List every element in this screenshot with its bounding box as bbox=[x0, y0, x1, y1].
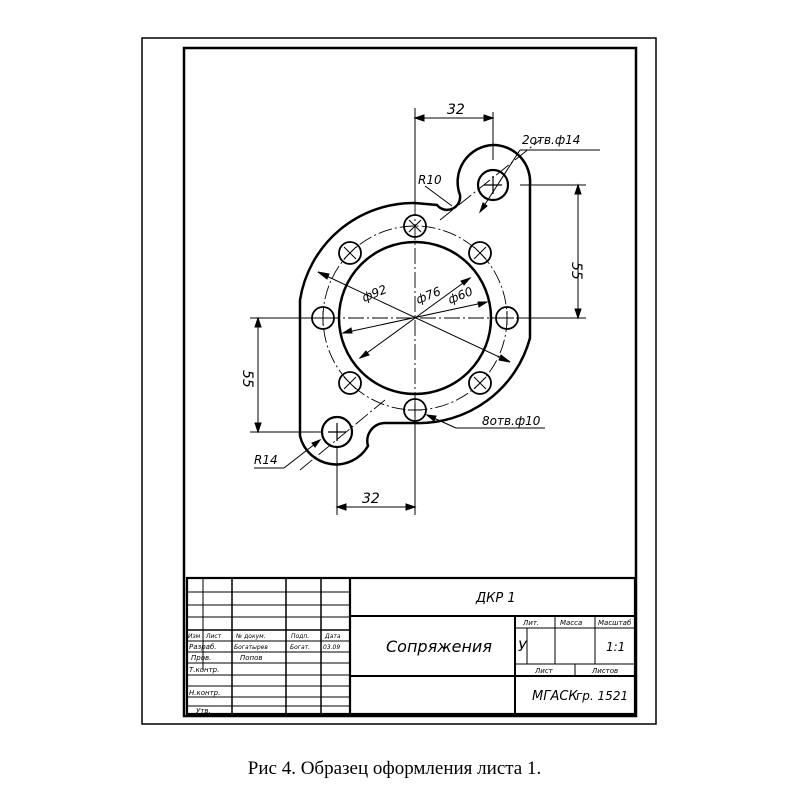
role-tkontr: Т.контр. bbox=[189, 666, 219, 674]
sheets-label: Листов bbox=[591, 667, 618, 675]
dim-left-55: 55 bbox=[239, 370, 255, 388]
hdr-doc: № докум. bbox=[235, 633, 266, 640]
small-hole bbox=[468, 371, 492, 395]
prov-name: Попов bbox=[240, 654, 263, 662]
hdr-sign: Подп. bbox=[291, 633, 309, 640]
col-scale: Масштаб bbox=[598, 619, 632, 627]
dimension-lines bbox=[250, 108, 600, 515]
figure-caption: Рис 4. Образец оформления листа 1. bbox=[247, 758, 542, 779]
dim-dia-76: ф76 bbox=[414, 284, 443, 307]
role-utv: Утв. bbox=[196, 707, 211, 715]
bore-outer-circle bbox=[337, 240, 493, 396]
role-nkontr: Н.контр. bbox=[189, 689, 220, 697]
hdr-list: Лист bbox=[205, 633, 222, 640]
col-mass: Масса bbox=[560, 619, 582, 627]
dim-dia-92: ф92 bbox=[360, 282, 389, 305]
dim-dia-60: ф60 bbox=[446, 284, 475, 307]
razrab-name: Богатырев bbox=[234, 644, 268, 651]
dim-radius-top: R10 bbox=[418, 173, 442, 187]
dim-radius-bottom: R14 bbox=[254, 453, 278, 467]
hdr-date: Дата bbox=[324, 633, 341, 640]
role-razrab: Разраб. bbox=[189, 643, 217, 651]
title-name: Сопряжения bbox=[386, 637, 492, 656]
dim-bottom-32: 32 bbox=[362, 491, 380, 507]
group-number: гр. 1521 bbox=[576, 689, 628, 703]
razrab-date: 03.09 bbox=[323, 644, 340, 651]
dim-right-55: 55 bbox=[568, 262, 584, 280]
lit-value: У bbox=[518, 639, 528, 655]
role-prov: Пров. bbox=[191, 654, 211, 662]
hdr-izm: Изм bbox=[188, 633, 201, 640]
sheet-border bbox=[141, 37, 657, 725]
flange-outline bbox=[298, 143, 532, 466]
org-name: МГАСК bbox=[532, 689, 578, 704]
razrab-sign: Богат. bbox=[290, 644, 310, 651]
drawing-frame bbox=[182, 46, 638, 718]
col-lit: Лит. bbox=[522, 619, 539, 627]
sheet-label: Лист bbox=[534, 667, 554, 675]
dim-holes-top: 2отв.ф14 bbox=[522, 133, 580, 147]
dim-holes-bottom: 8отв.ф10 bbox=[482, 414, 541, 428]
small-hole bbox=[495, 306, 519, 330]
small-hole bbox=[311, 306, 335, 330]
title-designation: ДКР 1 bbox=[475, 591, 516, 606]
dim-top-32: 32 bbox=[447, 102, 465, 118]
small-hole bbox=[403, 214, 427, 238]
small-hole bbox=[338, 371, 362, 395]
large-hole-bottom bbox=[320, 415, 354, 449]
scale-value: 1:1 bbox=[606, 640, 625, 654]
title-block-grid bbox=[185, 576, 637, 716]
small-holes bbox=[311, 214, 519, 422]
large-hole-top bbox=[476, 168, 510, 202]
small-hole bbox=[338, 241, 362, 265]
small-hole bbox=[468, 241, 492, 265]
